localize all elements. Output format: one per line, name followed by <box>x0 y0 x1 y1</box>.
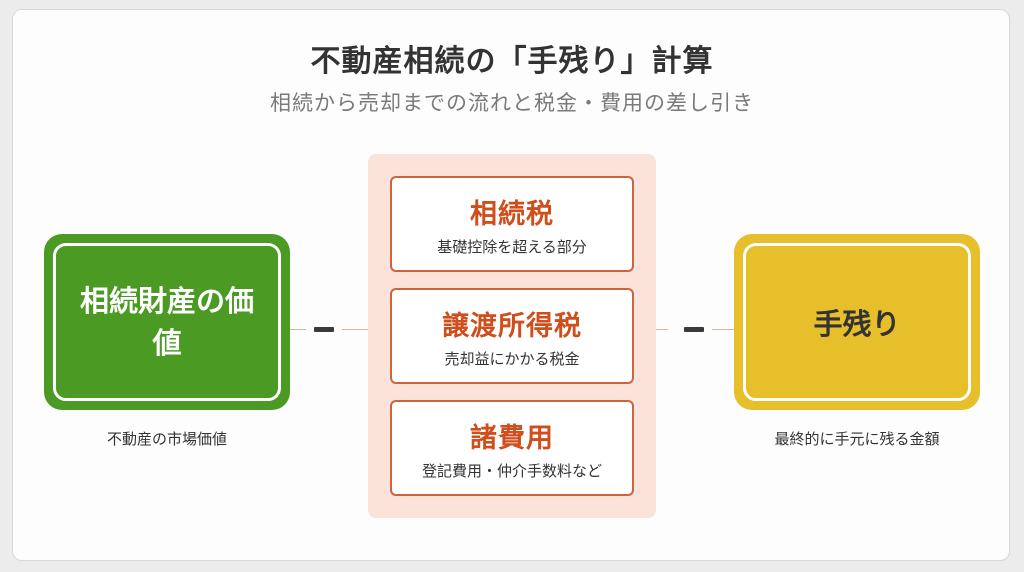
deduction-description: 売却益にかかる税金 <box>444 350 580 368</box>
net-proceeds-caption: 最終的に手元に残る金額 <box>774 430 940 448</box>
deduction-title: 譲渡所得税 <box>442 311 582 342</box>
asset-value-inner-frame: 相続財産の価値 <box>53 243 281 401</box>
connector-line-left-a <box>290 329 306 330</box>
deduction-title: 相続税 <box>470 199 554 230</box>
minus-sign-right <box>684 327 704 332</box>
net-proceeds-inner-frame: 手残り <box>743 243 971 401</box>
deduction-inheritance-tax: 相続税 基礎控除を超える部分 <box>390 176 634 272</box>
connector-line-right-b <box>712 329 734 330</box>
asset-value-box: 相続財産の価値 <box>44 234 290 410</box>
deduction-miscellaneous-costs: 諸費用 登記費用・仲介手数料など <box>390 400 634 496</box>
connector-line-left-b <box>342 329 390 330</box>
diagram-subtitle: 相続から売却までの流れと税金・費用の差し引き <box>270 91 754 115</box>
minus-sign-left <box>314 327 334 332</box>
asset-value-caption: 不動産の市場価値 <box>106 430 227 448</box>
deduction-description: 基礎控除を超える部分 <box>437 238 587 256</box>
deduction-title: 諸費用 <box>470 423 554 454</box>
deduction-capital-gains-tax: 譲渡所得税 売却益にかかる税金 <box>390 288 634 384</box>
diagram-title: 不動産相続の「手残り」計算 <box>310 44 714 79</box>
deductions-panel: 相続税 基礎控除を超える部分 譲渡所得税 売却益にかかる税金 諸費用 登記費用・… <box>368 154 656 518</box>
net-proceeds-label: 手残り <box>813 307 901 341</box>
asset-value-label: 相続財産の価値 <box>79 283 254 360</box>
net-proceeds-box: 手残り <box>734 234 980 410</box>
deduction-description: 登記費用・仲介手数料など <box>421 462 602 480</box>
